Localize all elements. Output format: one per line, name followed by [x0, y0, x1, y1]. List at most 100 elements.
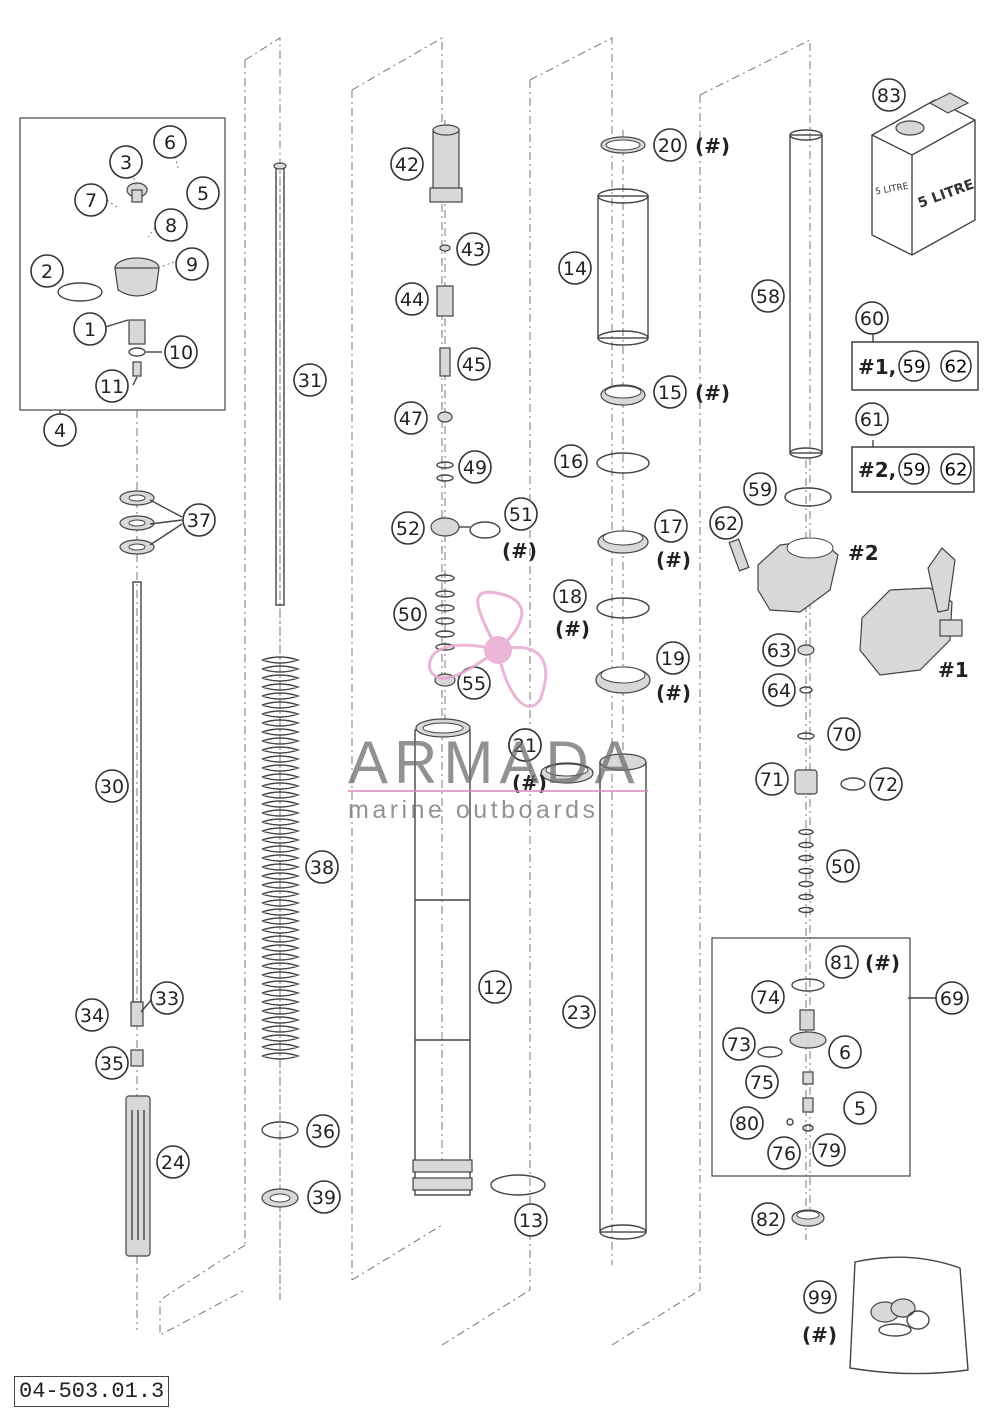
callout-14: 14: [558, 251, 592, 285]
callout-number: 18: [558, 586, 582, 608]
callout-82: 82: [751, 1202, 785, 1236]
callout-81: 81: [825, 945, 859, 979]
callout-49: 49: [458, 450, 492, 484]
callout-number: 34: [80, 1005, 104, 1027]
callout-number: 19: [661, 648, 685, 670]
callout-number: 4: [54, 420, 66, 442]
callout-99: 99: [803, 1280, 837, 1314]
callout-4: 4: [43, 413, 77, 447]
watermark-divider: [348, 790, 648, 792]
callout-64: 64: [762, 673, 796, 707]
callout-number: 70: [832, 724, 856, 746]
set61-part-b: 62: [945, 460, 968, 481]
callout-number: 74: [756, 987, 780, 1009]
hash-15: (#): [695, 381, 730, 405]
callout-number: 44: [400, 289, 424, 311]
callout-5: 5: [186, 176, 220, 210]
callout-13: 13: [514, 1203, 548, 1237]
callout-1: 1: [73, 312, 107, 346]
callout-number: 33: [155, 988, 179, 1010]
top-cap-assembly: [57, 182, 160, 377]
callout-80: 80: [730, 1106, 764, 1140]
callout-34: 34: [75, 998, 109, 1032]
callout-51: 51: [504, 497, 538, 531]
callout-number: 49: [463, 457, 487, 479]
hash-81: (#): [865, 951, 900, 975]
callout-number: 17: [659, 516, 683, 538]
callout-number: 79: [817, 1140, 841, 1162]
callout-number: 8: [165, 215, 177, 237]
callout-76: 76: [767, 1136, 801, 1170]
callout-number: 73: [727, 1034, 751, 1056]
hash-18: (#): [555, 617, 590, 641]
callout-44: 44: [395, 282, 429, 316]
callout-number: 20: [658, 135, 682, 157]
callout-42: 42: [390, 147, 424, 181]
set-box-61: #2, 59 62: [851, 446, 975, 493]
clamp2-label: #2: [848, 541, 879, 565]
watermark-logo-icon: [428, 590, 548, 708]
callout-50: 50: [826, 849, 860, 883]
callout-59: 59: [743, 472, 777, 506]
callout-number: 51: [509, 504, 533, 526]
outer-tube: [412, 718, 546, 1196]
callout-17: 17: [654, 509, 688, 543]
callout-8: 8: [154, 208, 188, 242]
set60-part-b: 62: [945, 357, 968, 378]
callout-number: 64: [767, 680, 791, 702]
callout-50: 50: [393, 597, 427, 631]
callout-number: 61: [860, 409, 884, 431]
callout-39: 39: [307, 1180, 341, 1214]
callout-19: 19: [656, 641, 690, 675]
inner-tube-parts: [540, 136, 651, 1240]
seal-kit-bag: [849, 1256, 969, 1375]
callout-number: 42: [395, 154, 419, 176]
axis-lines: [136, 120, 807, 1330]
callout-number: 52: [396, 518, 420, 540]
callout-70: 70: [827, 717, 861, 751]
set-box-60: #1, 59 62: [851, 341, 979, 391]
callout-61: 61: [855, 402, 889, 436]
damper-rod: [119, 490, 155, 1257]
callout-number: 13: [519, 1210, 543, 1232]
callout-number: 62: [714, 513, 738, 535]
callout-number: 5: [854, 1098, 866, 1120]
callout-number: 58: [756, 286, 780, 308]
callout-number: 50: [398, 604, 422, 626]
set60-part-a: 59: [903, 357, 926, 378]
callout-20: 20: [653, 128, 687, 162]
callout-number: 99: [808, 1287, 832, 1309]
callout-number: 45: [462, 354, 486, 376]
callout-number: 6: [164, 132, 176, 154]
callout-number: 47: [399, 408, 423, 430]
set61-part-a: 59: [903, 460, 926, 481]
callout-18: 18: [553, 579, 587, 613]
callout-9: 9: [175, 247, 209, 281]
callout-15: 15: [653, 375, 687, 409]
callout-30: 30: [95, 769, 129, 803]
callout-number: 80: [735, 1113, 759, 1135]
callout-number: 35: [100, 1053, 124, 1075]
top-cap-group-box: [19, 117, 226, 411]
callout-number: 14: [563, 258, 587, 280]
callout-74: 74: [751, 980, 785, 1014]
callout-number: 75: [750, 1072, 774, 1094]
callout-number: 15: [658, 382, 682, 404]
callout-10: 10: [164, 335, 198, 369]
fork-leg-and-clamp: [728, 129, 963, 914]
callout-12: 12: [478, 970, 512, 1004]
hash-20: (#): [695, 134, 730, 158]
callout-number: 16: [559, 451, 583, 473]
callout-number: 81: [830, 952, 854, 974]
callout-number: 12: [483, 977, 507, 999]
callout-7: 7: [74, 183, 108, 217]
callout-number: 31: [298, 370, 322, 392]
callout-number: 30: [100, 776, 124, 798]
callout-6: 6: [153, 125, 187, 159]
callout-24: 24: [156, 1145, 190, 1179]
callout-number: 82: [756, 1209, 780, 1231]
can-label-large: 5 LITRE: [916, 177, 977, 212]
callout-58: 58: [751, 279, 785, 313]
callout-37: 37: [182, 503, 216, 537]
callout-38: 38: [305, 850, 339, 884]
